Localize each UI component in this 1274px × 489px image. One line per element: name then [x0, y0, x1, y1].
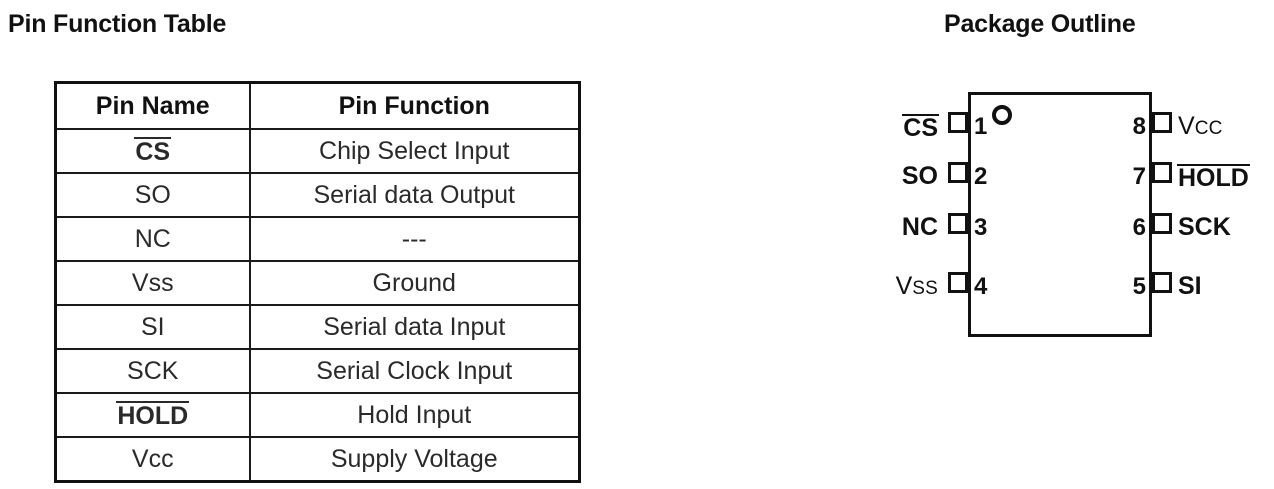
pin-number-3: 3	[974, 214, 988, 241]
cell-pin-name: CS	[54, 128, 251, 174]
pin-lead-4	[948, 272, 968, 293]
cell-pin-function: Chip Select Input	[248, 128, 581, 174]
cell-pin-name: Vcc	[54, 436, 251, 483]
pin-1-indicator-icon	[992, 105, 1012, 125]
pin-label-vss: VSS	[895, 272, 938, 300]
pin-lead-3	[948, 213, 968, 234]
cell-pin-function: ---	[248, 216, 581, 262]
pin-number-7: 7	[1132, 163, 1146, 190]
table-row: HOLD Hold Input	[54, 392, 581, 438]
overline-signal-name: CS	[134, 136, 171, 166]
pin-function-table: Pin Name Pin Function CS Chip Select Inpu…	[54, 81, 581, 483]
overline-signal-name: HOLD	[116, 400, 189, 430]
cell-pin-function: Supply Voltage	[248, 436, 581, 483]
pin-number-1: 1	[974, 113, 988, 140]
pin-label-cs: CS	[902, 114, 939, 142]
cell-pin-name: NC	[54, 216, 251, 262]
table-header-row: Pin Name Pin Function	[54, 81, 581, 130]
pin-number-8: 8	[1132, 113, 1146, 140]
pin-number-6: 6	[1132, 214, 1146, 241]
page-title-pin-function-table: Pin Function Table	[8, 10, 227, 38]
cell-pin-name: HOLD	[54, 392, 251, 438]
pin-lead-5	[1152, 272, 1172, 293]
pin-lead-6	[1152, 213, 1172, 234]
pin-lead-8	[1152, 112, 1172, 133]
pin-label-nc: NC	[901, 213, 938, 241]
cell-pin-function: Serial data Output	[248, 172, 581, 218]
cell-pin-name: SCK	[54, 348, 251, 394]
cell-pin-function: Serial data Input	[248, 304, 581, 350]
overline-signal-name: CS	[902, 114, 939, 142]
package-body-outline	[968, 92, 1152, 337]
column-header-pin-name: Pin Name	[54, 81, 251, 130]
pin-label-sck: SCK	[1178, 213, 1231, 241]
package-outline-diagram: 1 CS 2 SO 3 NC 4 VSS 8 VCC 7 HOLD 6 SCK 5 SI	[860, 80, 1274, 360]
pin-function-table-container: Pin Name Pin Function CS Chip Select Inpu…	[54, 81, 581, 483]
cell-pin-function: Serial Clock Input	[248, 348, 581, 394]
pin-number-5: 5	[1132, 273, 1146, 300]
cell-pin-name: SI	[54, 304, 251, 350]
pin-label-vcc: VCC	[1178, 112, 1223, 140]
pin-label-so: SO	[901, 162, 938, 190]
table-row: NC---	[54, 216, 581, 262]
cell-pin-function: Hold Input	[248, 392, 581, 438]
pin-number-2: 2	[974, 163, 988, 190]
table-row: CS Chip Select Input	[54, 128, 581, 174]
pin-label-si: SI	[1178, 272, 1202, 300]
overline-signal-name: HOLD	[1177, 164, 1250, 192]
pin-lead-1	[948, 112, 968, 133]
cell-pin-name: Vss	[54, 260, 251, 306]
cell-pin-function: Ground	[248, 260, 581, 306]
pin-label-hold: HOLD	[1177, 164, 1250, 192]
pin-lead-2	[948, 162, 968, 183]
pin-number-4: 4	[974, 273, 988, 300]
pin-lead-7	[1152, 162, 1172, 183]
column-header-pin-function: Pin Function	[248, 81, 581, 130]
cell-pin-name: SO	[54, 172, 251, 218]
page-title-package-outline: Package Outline	[944, 10, 1136, 38]
